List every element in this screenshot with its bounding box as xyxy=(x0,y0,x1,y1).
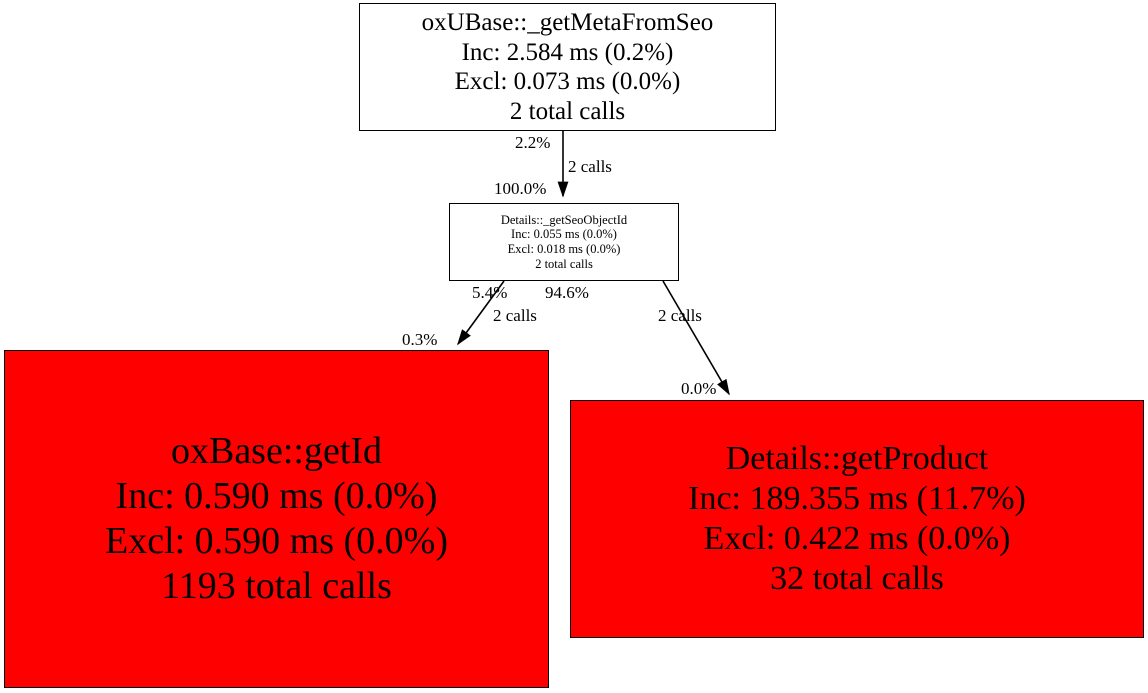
edge-seo-to-getid-calls: 2 calls xyxy=(493,306,537,325)
edge-seo-to-getproduct-source-pct: 94.6% xyxy=(545,283,589,302)
edge-root-to-seo-source-pct: 2.2% xyxy=(515,133,551,152)
node-exclusive: Excl: 0.018 ms (0.0%) xyxy=(507,242,621,256)
edge-seo-to-getproduct xyxy=(662,280,730,396)
node-name: Details::getProduct xyxy=(725,439,989,477)
node-calls: 1193 total calls xyxy=(161,564,392,607)
node-name: oxUBase::_getMetaFromSeo xyxy=(421,9,714,36)
node-calls: 2 total calls xyxy=(509,97,626,125)
node-inclusive: Inc: 0.590 ms (0.0%) xyxy=(115,475,438,518)
node-oxubase-getmetafromseo[interactable]: oxUBase::_getMetaFromSeo Inc: 2.584 ms (… xyxy=(359,3,776,131)
node-name: oxBase::getId xyxy=(170,430,383,473)
edge-seo-to-getproduct-target-pct: 0.0% xyxy=(681,379,717,398)
node-calls: 2 total calls xyxy=(535,256,593,271)
node-exclusive: Excl: 0.590 ms (0.0%) xyxy=(104,520,448,562)
edge-root-to-seo-target-pct: 100.0% xyxy=(494,179,547,198)
node-name: Details::_getSeoObjectId xyxy=(500,212,628,227)
node-inclusive: Inc: 2.584 ms (0.2%) xyxy=(461,38,674,66)
node-inclusive: Inc: 189.355 ms (11.7%) xyxy=(688,479,1026,517)
node-calls: 32 total calls xyxy=(770,560,944,598)
edge-seo-to-getid-target-pct: 0.3% xyxy=(402,330,438,349)
node-details-getseoobjectid[interactable]: Details::_getSeoObjectId Inc: 0.055 ms (… xyxy=(449,203,679,281)
node-inclusive: Inc: 0.055 ms (0.0%) xyxy=(511,227,617,242)
node-exclusive: Excl: 0.073 ms (0.0%) xyxy=(454,68,681,95)
node-oxbase-getid[interactable]: oxBase::getId Inc: 0.590 ms (0.0%) Excl:… xyxy=(4,350,549,688)
node-exclusive: Excl: 0.422 ms (0.0%) xyxy=(703,520,1011,557)
edge-seo-to-getproduct-calls: 2 calls xyxy=(658,306,702,325)
edge-seo-to-getid-source-pct: 5.4% xyxy=(472,283,508,302)
node-details-getproduct[interactable]: Details::getProduct Inc: 189.355 ms (11.… xyxy=(570,400,1144,638)
edge-root-to-seo-calls: 2 calls xyxy=(568,157,612,176)
